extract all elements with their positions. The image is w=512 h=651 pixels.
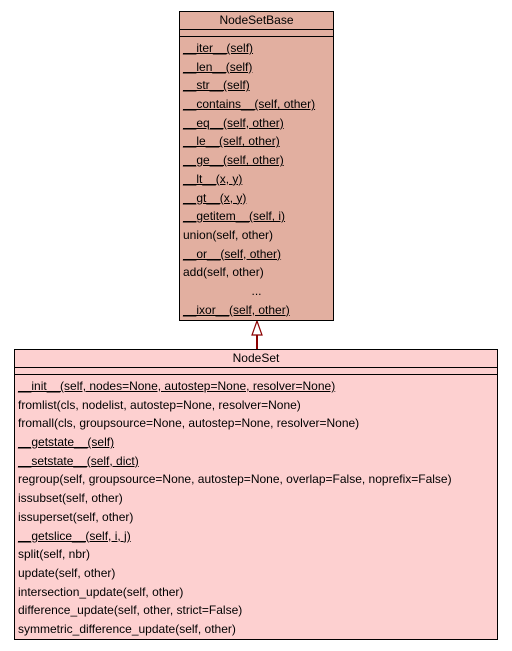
method-ellipsis: ... xyxy=(251,283,262,298)
method: issuperset(self, other) xyxy=(18,509,134,524)
method: update(self, other) xyxy=(18,565,116,580)
method: union(self, other) xyxy=(183,227,274,242)
method: __iter__(self) xyxy=(183,41,254,55)
class-name: NodeSetBase xyxy=(180,12,333,30)
class-name: NodeSet xyxy=(15,350,497,368)
inheritance-arrowhead xyxy=(251,319,263,336)
method: __or__(self, other) xyxy=(183,246,282,261)
method: regroup(self, groupsource=None, autostep… xyxy=(18,472,452,487)
method: __gt__(x, y) xyxy=(183,190,247,205)
method: __le__(self, other) xyxy=(183,134,280,149)
method: __contains__(self, other) xyxy=(183,97,316,112)
attributes-compartment xyxy=(15,368,497,375)
method: difference_update(self, other, strict=Fa… xyxy=(18,603,243,618)
method: fromlist(cls, nodelist, autostep=None, r… xyxy=(18,397,301,412)
method: __getstate__(self) xyxy=(18,435,115,450)
method: __ge__(self, other) xyxy=(183,153,284,168)
method: __lt__(x, y) xyxy=(183,171,243,186)
class-box-nodeset: NodeSet __init__(self, nodes=None, autos… xyxy=(14,349,498,640)
method: split(self, nbr) xyxy=(18,547,91,562)
method: __getslice__(self, i, j) xyxy=(18,528,131,543)
method: __setstate__(self, dict) xyxy=(18,453,139,468)
method: __init__(self, nodes=None, autostep=None… xyxy=(18,379,336,393)
methods-compartment: __iter__(self) __len__(self) __str__(sel… xyxy=(180,37,333,319)
method: intersection_update(self, other) xyxy=(18,584,184,599)
method: __str__(self) xyxy=(183,78,250,93)
method: __getitem__(self, i) xyxy=(183,209,286,224)
methods-compartment: __init__(self, nodes=None, autostep=None… xyxy=(15,375,497,639)
method: symmetric_difference_update(self, other) xyxy=(18,621,236,636)
class-box-nodesetbase: NodeSetBase __iter__(self) __len__(self)… xyxy=(179,11,334,321)
method: __len__(self) xyxy=(183,59,253,74)
method: __ixor__(self, other) xyxy=(183,302,290,317)
method: issubset(self, other) xyxy=(18,491,123,506)
method: __eq__(self, other) xyxy=(183,115,284,130)
method: add(self, other) xyxy=(183,265,264,280)
attributes-compartment xyxy=(180,30,333,37)
method: fromall(cls, groupsource=None, autostep=… xyxy=(18,416,360,431)
